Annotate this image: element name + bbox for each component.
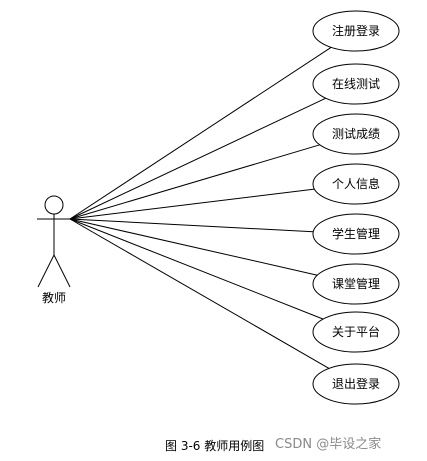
use-case-8: 退出登录	[312, 363, 400, 405]
actor-label: 教师	[42, 290, 66, 305]
use-case-label: 在线测试	[332, 76, 380, 91]
figure-caption: 图 3-6 教师用例图	[165, 439, 265, 453]
association-line-3	[69, 144, 320, 220]
use-case-ellipse	[312, 113, 400, 155]
use-case-label: 课堂管理	[332, 276, 380, 291]
use-case-label: 学生管理	[332, 226, 380, 241]
use-case-ellipse	[312, 311, 400, 353]
use-case-3: 测试成绩	[312, 113, 400, 155]
association-line-2	[69, 97, 327, 220]
association-line-7	[69, 218, 324, 320]
association-line-5	[69, 218, 314, 233]
watermark: CSDN @毕设之家	[275, 437, 382, 452]
use-case-4: 个人信息	[312, 163, 400, 205]
use-case-ellipse	[312, 10, 400, 52]
use-case-label: 退出登录	[332, 376, 380, 391]
use-case-7: 关于平台	[312, 311, 400, 353]
use-case-label: 注册登录	[332, 23, 380, 38]
actor-right-leg	[53, 254, 71, 288]
use-case-label: 关于平台	[332, 324, 380, 339]
use-case-ellipse	[312, 213, 400, 255]
use-case-5: 学生管理	[312, 213, 400, 255]
actor-left-leg	[37, 254, 55, 288]
association-lines	[69, 46, 332, 369]
actor-teacher: 教师	[37, 195, 71, 305]
association-line-1	[69, 46, 332, 220]
association-line-6	[69, 218, 318, 276]
use-case-label: 测试成绩	[332, 126, 380, 141]
use-case-ellipse	[312, 263, 400, 305]
use-case-6: 课堂管理	[312, 263, 400, 305]
use-case-2: 在线测试	[312, 63, 400, 105]
use-case-ellipse	[312, 363, 400, 405]
use-case-ellipse	[312, 163, 400, 205]
actor-head	[44, 195, 64, 215]
association-line-4	[69, 188, 315, 220]
association-line-8	[69, 218, 330, 369]
use-case-1: 注册登录	[312, 10, 400, 52]
use-case-label: 个人信息	[332, 176, 380, 191]
use-case-ellipse	[312, 63, 400, 105]
